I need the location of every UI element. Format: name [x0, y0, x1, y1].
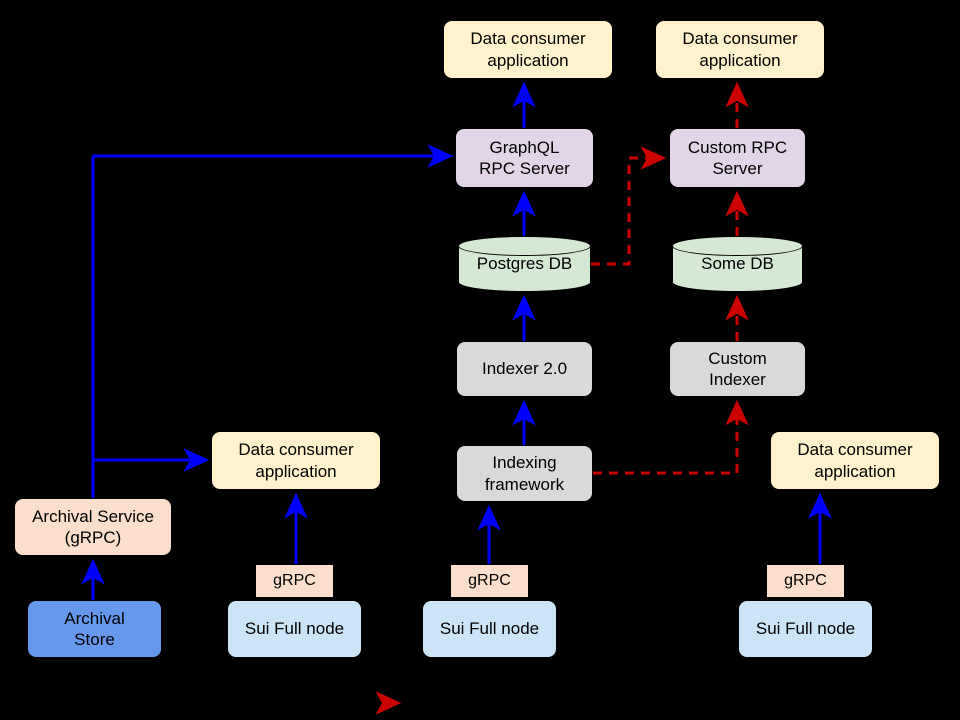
node-label: Postgres DB	[476, 254, 573, 273]
node-label: gRPC	[273, 572, 316, 589]
node-label: Custom Indexer	[708, 348, 767, 389]
node-label: Data consumer application	[682, 29, 798, 70]
node-consumer-fullnode[interactable]: Data consumer application	[770, 431, 940, 490]
node-label: Sui Full node	[755, 619, 856, 639]
node-label: Archival Service (gRPC)	[32, 506, 154, 547]
node-archival-service[interactable]: Archival Service (gRPC)	[14, 498, 172, 556]
node-label: Indexing framework	[484, 453, 565, 494]
node-grpc-label-3: gRPC	[766, 564, 845, 598]
node-some-db[interactable]: Some DB	[672, 236, 803, 292]
node-custom-rpc-server[interactable]: Custom RPC Server	[669, 128, 806, 188]
node-grpc-label-2: gRPC	[450, 564, 529, 598]
cylinder-top	[672, 236, 803, 256]
node-consumer-graphql[interactable]: Data consumer application	[443, 20, 613, 79]
node-label: gRPC	[468, 572, 511, 589]
node-consumer-archival[interactable]: Data consumer application	[211, 431, 381, 490]
node-postgres-db[interactable]: Postgres DB	[458, 236, 591, 292]
edge-postgres-to-custom-rpc	[591, 146, 667, 266]
node-indexing-framework[interactable]: Indexing framework	[456, 445, 593, 502]
node-label: Data consumer application	[470, 29, 586, 70]
node-label: Some DB	[701, 254, 774, 273]
node-label: Archival Store	[64, 608, 125, 649]
edge-framework-to-custom-indexer	[593, 399, 749, 475]
node-label: gRPC	[784, 572, 827, 589]
node-label: Sui Full node	[439, 619, 540, 639]
node-label: Data consumer application	[238, 440, 354, 481]
node-label: Indexer 2.0	[481, 359, 568, 379]
node-grpc-label-1: gRPC	[255, 564, 334, 598]
node-sui-full-node-2[interactable]: Sui Full node	[422, 600, 557, 658]
node-graphql-rpc-server[interactable]: GraphQL RPC Server	[455, 128, 594, 188]
node-consumer-custom[interactable]: Data consumer application	[655, 20, 825, 79]
cylinder-top	[458, 236, 591, 256]
node-indexer-20[interactable]: Indexer 2.0	[456, 341, 593, 397]
node-label: Data consumer application	[797, 440, 913, 481]
node-sui-full-node-3[interactable]: Sui Full node	[738, 600, 873, 658]
node-archival-store[interactable]: Archival Store	[27, 600, 162, 658]
node-label: Custom RPC Server	[687, 137, 788, 178]
node-custom-indexer[interactable]: Custom Indexer	[669, 341, 806, 397]
node-label: GraphQL RPC Server	[479, 137, 570, 178]
node-sui-full-node-1[interactable]: Sui Full node	[227, 600, 362, 658]
node-label: Sui Full node	[244, 619, 345, 639]
